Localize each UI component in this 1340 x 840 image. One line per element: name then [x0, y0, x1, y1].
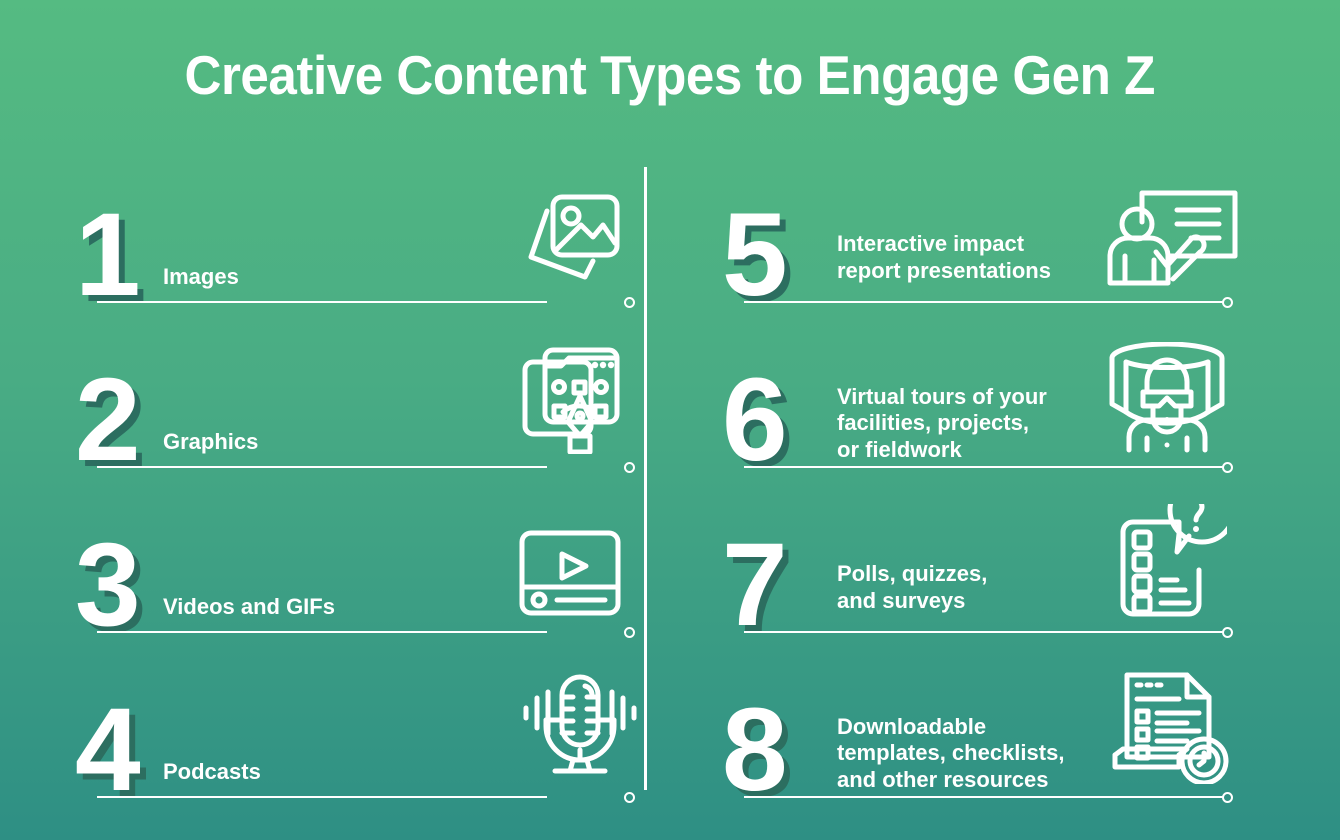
- item-number-wrap: 1: [75, 188, 141, 321]
- item-rule: [744, 631, 1224, 633]
- item-label: Downloadable templates, checklists, and …: [837, 713, 1065, 793]
- video-player-icon: [515, 527, 625, 619]
- pen-tool-design-icon: [515, 344, 625, 454]
- presenter-whiteboard-icon: [1107, 184, 1242, 289]
- item-rule-endpoint-dot: [624, 627, 635, 638]
- item-label: Graphics: [163, 429, 259, 455]
- item-rule: [97, 796, 547, 798]
- item-rule: [97, 631, 547, 633]
- item-label: Images: [163, 264, 239, 290]
- item-rule-endpoint-dot: [1222, 627, 1233, 638]
- item-number-wrap: 3: [75, 518, 141, 651]
- item-number-wrap: 5: [722, 188, 788, 321]
- list-item: 3 Videos and GIFs: [75, 490, 635, 655]
- item-rule: [744, 301, 1224, 303]
- item-number-wrap: 8: [722, 683, 788, 816]
- item-rule-endpoint-dot: [624, 462, 635, 473]
- list-item: 1 Images: [75, 160, 635, 325]
- item-rule-endpoint-dot: [624, 792, 635, 803]
- right-column: 5 Interactive impact report presentation…: [722, 160, 1247, 820]
- left-column: 1 Images 2 Graphics: [75, 160, 637, 820]
- header-bar: Creative Content Types to Engage Gen Z: [0, 0, 1340, 150]
- item-number: 3: [75, 518, 141, 651]
- item-number: 1: [75, 188, 141, 321]
- list-item: 5 Interactive impact report presentation…: [722, 160, 1247, 325]
- item-rule: [744, 796, 1224, 798]
- item-number-wrap: 2: [75, 353, 141, 486]
- item-label: Virtual tours of your facilities, projec…: [837, 383, 1047, 463]
- column-divider: [644, 167, 647, 790]
- item-number-wrap: 4: [75, 683, 141, 816]
- item-label: Interactive impact report presentations: [837, 231, 1051, 284]
- list-item: 8 Downloadable templates, checklists, an…: [722, 655, 1247, 820]
- item-number: 8: [722, 683, 788, 816]
- item-rule: [744, 466, 1224, 468]
- item-number-wrap: 6: [722, 353, 788, 486]
- item-rule-endpoint-dot: [624, 297, 635, 308]
- list-item: 6 Virtual tours of your facilities, proj…: [722, 325, 1247, 490]
- item-label: Podcasts: [163, 759, 261, 785]
- vr-headset-person-icon: [1107, 342, 1227, 454]
- item-rule-endpoint-dot: [1222, 297, 1233, 308]
- item-number: 5: [722, 188, 788, 321]
- item-rule-endpoint-dot: [1222, 792, 1233, 803]
- item-label: Videos and GIFs: [163, 594, 335, 620]
- document-checklist-clock-icon: [1107, 669, 1232, 784]
- item-number: 7: [722, 518, 788, 651]
- item-number-wrap: 7: [722, 518, 788, 651]
- item-number: 6: [722, 353, 788, 486]
- microphone-icon: [515, 672, 645, 784]
- item-rule: [97, 301, 547, 303]
- item-rule-endpoint-dot: [1222, 462, 1233, 473]
- item-label: Polls, quizzes, and surveys: [837, 561, 988, 614]
- checklist-question-icon: [1107, 504, 1227, 619]
- list-item: 4 Podcasts: [75, 655, 637, 820]
- item-number: 2: [75, 353, 141, 486]
- list-item: 2 Graphics: [75, 325, 635, 490]
- page-title: Creative Content Types to Engage Gen Z: [184, 44, 1156, 106]
- image-photo-icon: [515, 189, 625, 289]
- item-rule: [97, 466, 547, 468]
- item-number: 4: [75, 683, 141, 816]
- list-item: 7 Polls, quizzes, and surveys: [722, 490, 1247, 655]
